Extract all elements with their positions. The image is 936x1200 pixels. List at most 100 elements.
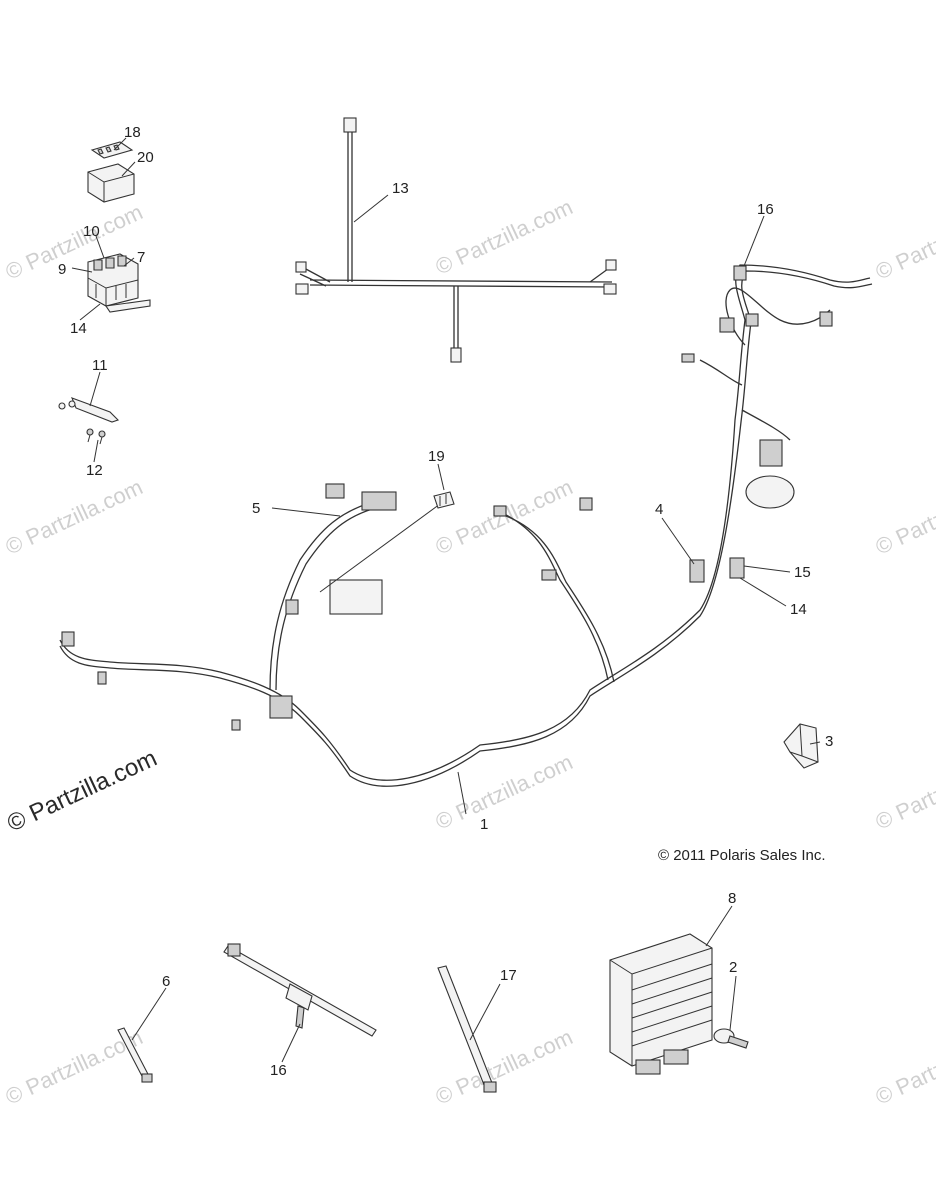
harness-clip-3[interactable] <box>783 723 819 769</box>
connector[interactable] <box>295 283 309 295</box>
connector[interactable] <box>61 631 75 647</box>
callout-11: 11 <box>92 357 108 374</box>
bracket-11[interactable] <box>58 397 120 445</box>
connector[interactable] <box>745 313 759 327</box>
leader-13 <box>353 194 389 223</box>
bracket-plate[interactable] <box>71 397 120 423</box>
control-module[interactable] <box>329 579 383 615</box>
grommet[interactable] <box>745 475 795 509</box>
regulator-connector[interactable] <box>663 1049 689 1065</box>
watermark-main: © Partzilla.com <box>3 745 161 838</box>
connector[interactable] <box>361 491 397 511</box>
leader-11 <box>89 371 101 407</box>
main-harness-1[interactable] <box>59 264 873 787</box>
relay-box-edges <box>87 277 139 306</box>
callout-4: 4 <box>655 501 663 518</box>
mount-tab <box>105 299 151 313</box>
callout-10: 10 <box>83 223 100 240</box>
connector[interactable] <box>97 671 107 685</box>
callout-5: 5 <box>252 500 260 517</box>
voltage-regulator-8[interactable] <box>609 933 713 1075</box>
leader-14a <box>79 303 101 321</box>
callout-18: 18 <box>124 124 141 141</box>
connector[interactable] <box>493 505 507 517</box>
connector[interactable] <box>733 265 747 281</box>
connector[interactable] <box>579 497 593 511</box>
callout-8: 8 <box>728 890 736 907</box>
screw-head <box>58 402 66 410</box>
connector[interactable] <box>325 483 345 499</box>
watermark-text: © Partzilla.com <box>432 194 577 279</box>
mount-pin <box>295 1005 305 1029</box>
leader-18 <box>113 137 127 151</box>
callout-13: 13 <box>392 180 409 197</box>
connector[interactable] <box>450 347 462 363</box>
leader-2 <box>729 975 737 1031</box>
callout-1: 1 <box>480 816 488 833</box>
callout-2: 2 <box>729 959 737 976</box>
callout-19: 19 <box>428 448 445 465</box>
connector[interactable] <box>719 317 735 333</box>
callout-7: 7 <box>137 249 145 266</box>
tie-head <box>141 1073 153 1083</box>
watermark-text: © Partzilla.com <box>432 474 577 559</box>
leader-3 <box>809 741 821 745</box>
bolt-2[interactable] <box>713 1028 749 1049</box>
harness-branch <box>453 286 459 350</box>
regulator-connector[interactable] <box>635 1059 661 1075</box>
mount-clip[interactable] <box>285 983 313 1011</box>
connector[interactable] <box>759 439 783 467</box>
connector-15[interactable] <box>729 557 745 579</box>
leader-1 <box>457 771 467 815</box>
connector[interactable] <box>541 569 557 581</box>
screw-12[interactable] <box>86 428 94 436</box>
fuse-blades <box>97 144 120 155</box>
fuse-box-assembly[interactable] <box>87 141 151 313</box>
connector[interactable] <box>681 353 695 363</box>
connector[interactable] <box>269 695 293 719</box>
watermark-layer: © Partzilla.com © Partzilla.com © Partzi… <box>2 194 936 1109</box>
sub-harness-13[interactable] <box>295 117 617 363</box>
connector[interactable] <box>343 117 357 133</box>
connector[interactable] <box>285 599 299 615</box>
tie-head <box>483 1081 497 1093</box>
connector-19[interactable] <box>433 491 455 509</box>
regulator-body[interactable] <box>609 933 713 1067</box>
copyright-notice: © 2011 Polaris Sales Inc. <box>658 847 826 864</box>
connector[interactable] <box>603 283 617 295</box>
leader-16b <box>281 1023 301 1063</box>
watermark-text: © Partzilla.com <box>872 1024 936 1109</box>
leader-20 <box>121 161 136 177</box>
cooling-fins <box>631 963 713 1047</box>
leader-12 <box>93 439 99 463</box>
fuse-cover-20[interactable] <box>87 163 135 203</box>
screw-12[interactable] <box>98 430 106 438</box>
cable-tie-17[interactable] <box>437 965 497 1093</box>
fuse-18[interactable] <box>90 141 134 159</box>
leader-19-top <box>437 463 445 491</box>
callout-9: 9 <box>58 261 66 278</box>
connector[interactable] <box>295 261 307 273</box>
cover-edge <box>87 171 135 202</box>
connector-body[interactable] <box>433 491 455 509</box>
callout-17: 17 <box>500 967 517 984</box>
connector[interactable] <box>819 311 833 327</box>
callout-14a: 14 <box>70 320 87 337</box>
connector[interactable] <box>605 259 617 271</box>
bolt-shank <box>727 1035 749 1049</box>
push-mount-tie-16[interactable] <box>223 943 377 1037</box>
callout-12: 12 <box>86 462 103 479</box>
connector[interactable] <box>231 719 241 731</box>
relay-10[interactable] <box>93 255 127 271</box>
watermark-text: © Partzilla.com <box>872 749 936 834</box>
harness-trunk <box>309 279 613 288</box>
harness-connectors <box>61 265 833 731</box>
watermark-text: © Partzilla.com <box>872 199 936 284</box>
callout-15: 15 <box>794 564 811 581</box>
callout-20: 20 <box>137 149 154 166</box>
cable-tie-6[interactable] <box>117 1027 153 1083</box>
callout-16b: 16 <box>270 1062 287 1079</box>
connector-4[interactable] <box>689 559 705 583</box>
leader-17 <box>469 983 501 1041</box>
